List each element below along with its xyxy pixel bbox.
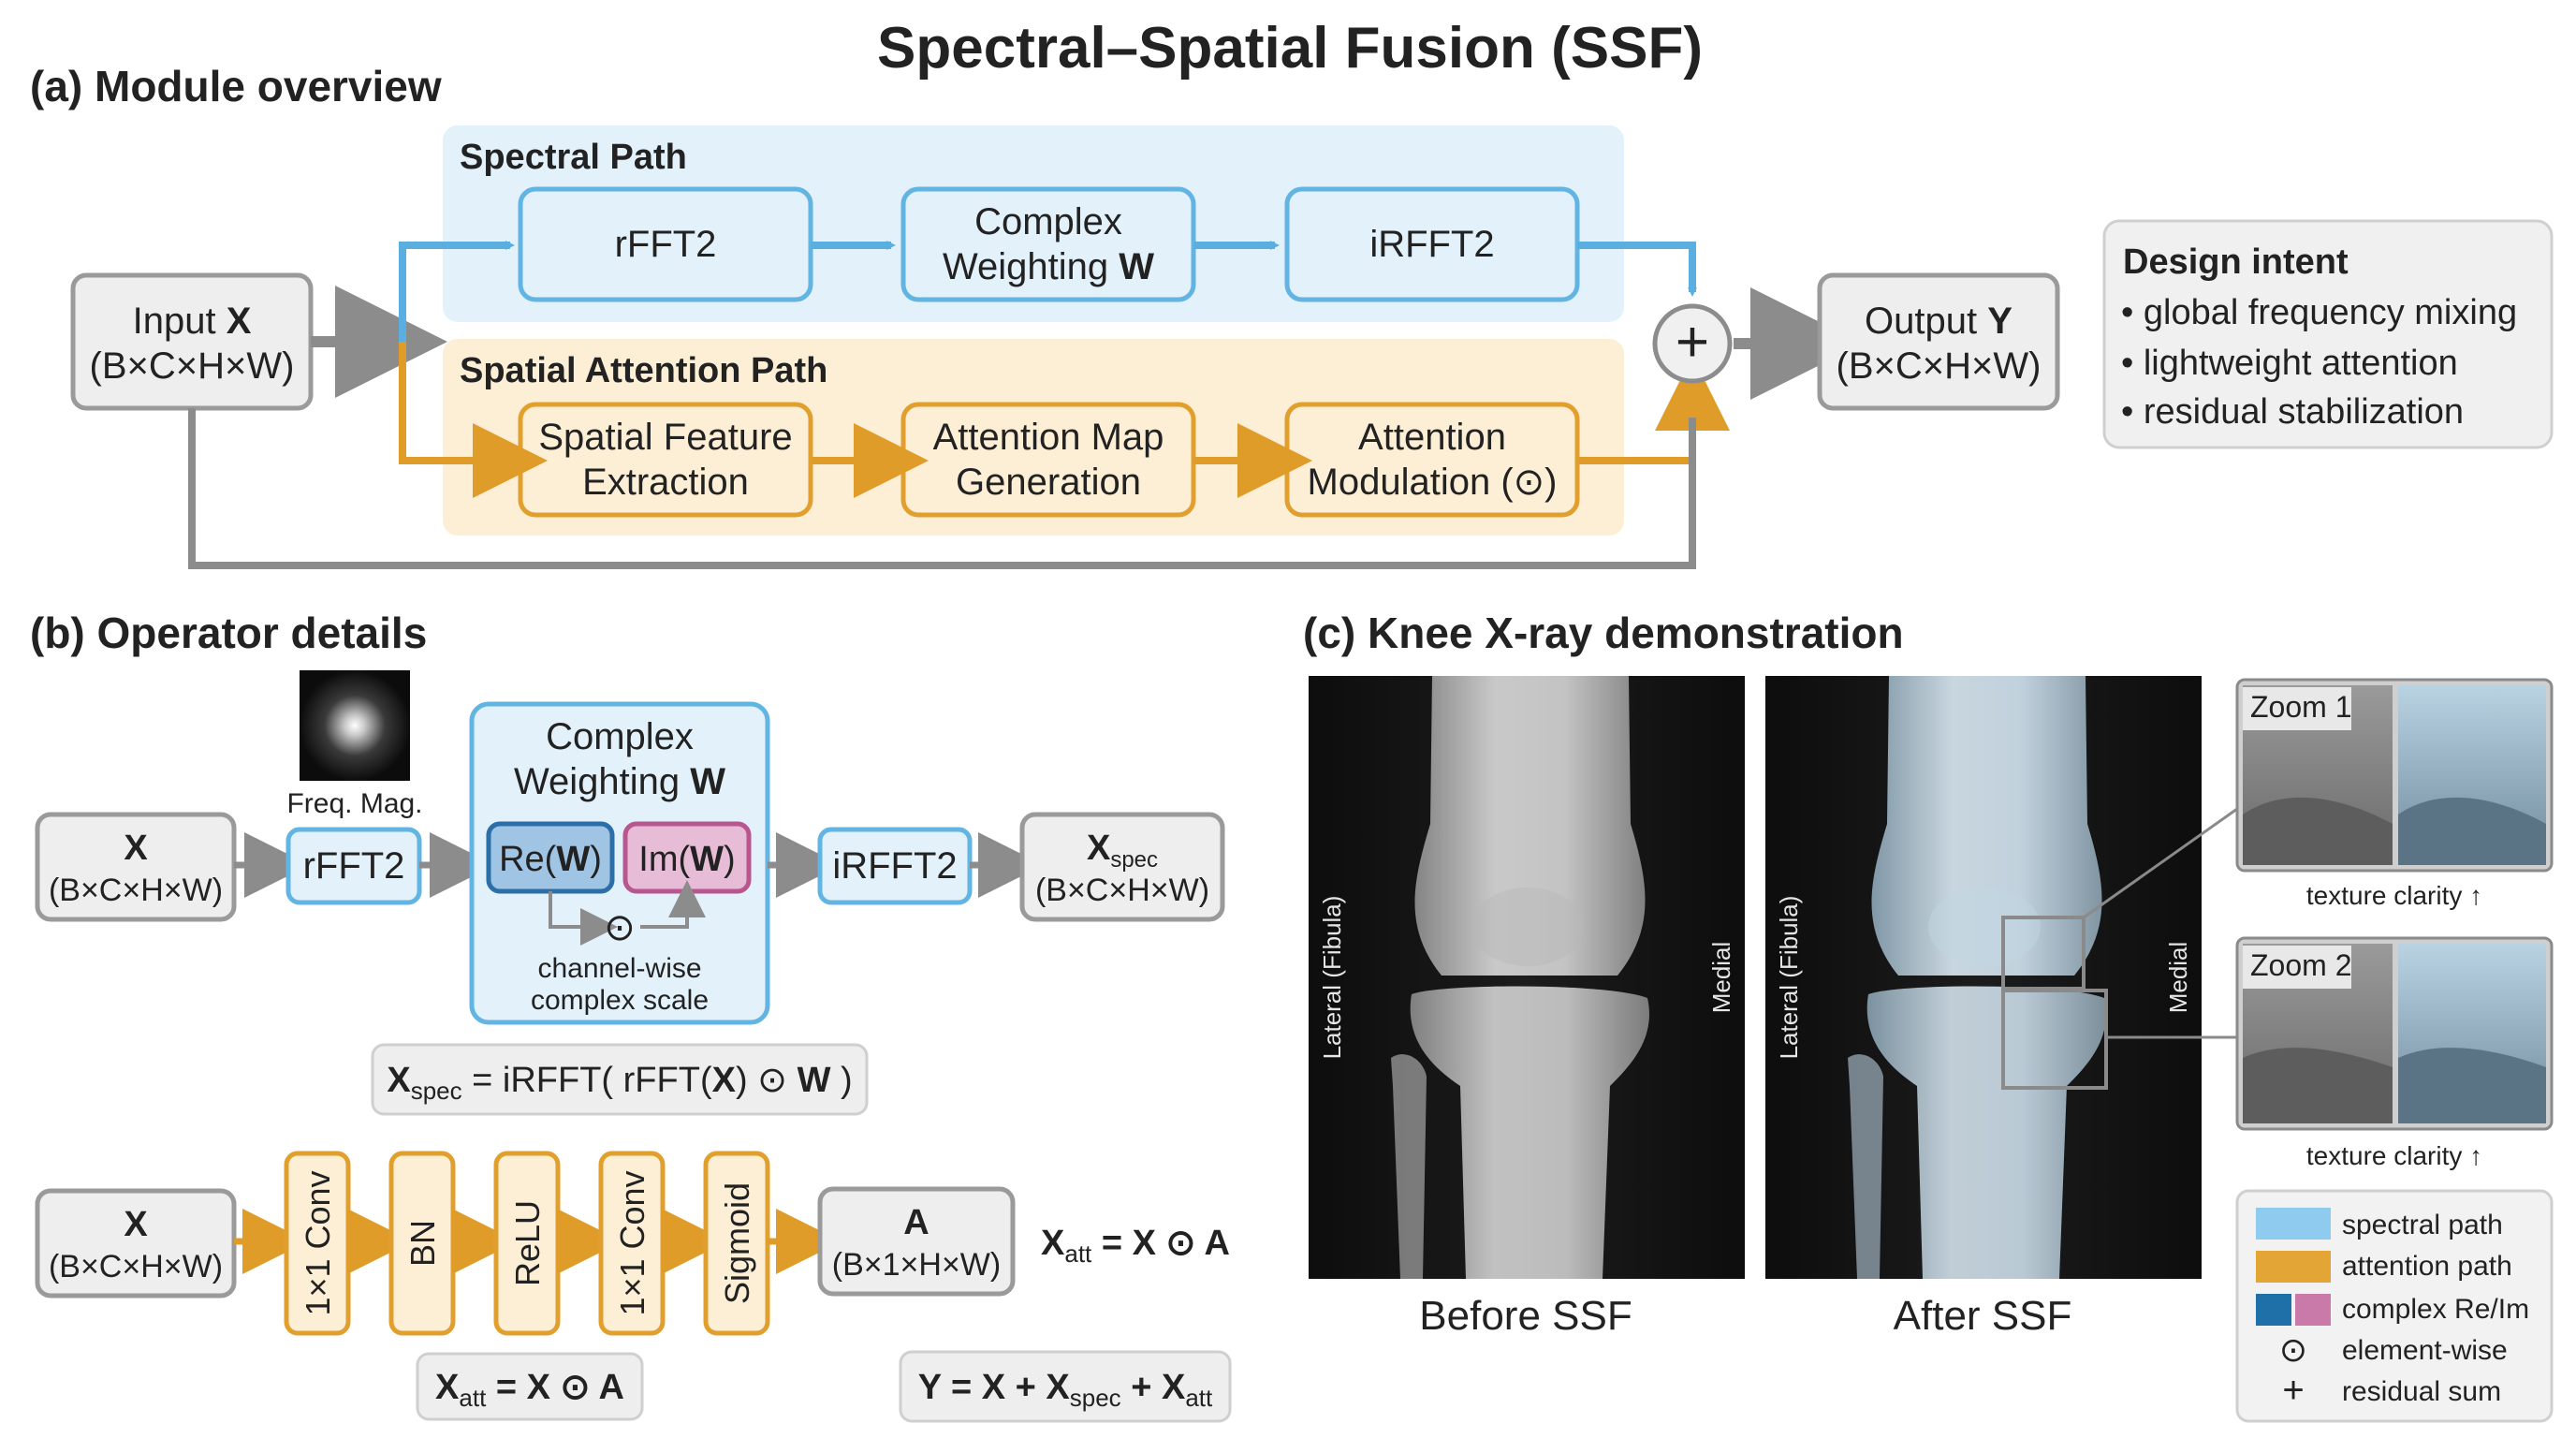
after-medial-label: Medial [2164,942,2192,1014]
design-intent-item: • residual stabilization [2121,392,2464,432]
legend-re-swatch [2256,1294,2291,1326]
design-intent-box [2102,219,2554,449]
att-equation-inline: Xatt = X ⊙ A [1041,1224,1230,1268]
sum-symbol: + [1676,310,1709,374]
output-box [1817,272,2060,411]
b-a-symbol: A [903,1203,929,1242]
complex-weighting-line1: Complex [974,201,1122,242]
attention-modulation-line2: Modulation (⊙) [1308,462,1558,503]
split-to-spatial-arrow [399,342,548,498]
channel-wise-note-line2: complex scale [531,985,709,1016]
legend-complex-label: complex Re/Im [2342,1294,2529,1325]
design-intent-title: Design intent [2123,242,2349,282]
residual-sum-node [1652,303,1733,384]
before-xray-image [1309,676,1745,1279]
design-intent-item: • lightweight attention [2121,344,2458,383]
op-sigmoid-label: Sigmoid [718,1182,756,1304]
zoom1-connector [2083,807,2238,919]
freq-mag-label: Freq. Mag. [286,788,422,819]
final-equation: Y = X + Xspec + Xatt [918,1368,1213,1412]
zoom2-panel [2235,936,2554,1131]
b-irfft2-label: iRFFT2 [832,845,957,887]
op-conv1-label: 1×1 Conv [299,1170,337,1315]
b-x-dims: (B×C×H×W) [49,873,223,908]
panel-c-heading: (c) Knee X-ray demonstration [1303,609,1904,657]
after-ssf-label: After SSF [1894,1293,2072,1339]
im-w-label: Im(W) [638,840,735,879]
b-rfft2-label: rFFT2 [303,845,405,887]
attention-map-line1: Attention Map [933,417,1164,458]
residual-arrow [188,408,1696,569]
b-x-symbol: X [124,829,148,868]
legend-attention-label: attention path [2342,1251,2512,1282]
before-ssf-label: Before SSF [1419,1293,1632,1339]
zoom1-label: Zoom 1 [2250,690,2351,724]
final-equation-box [899,1350,1232,1423]
after-lateral-label: Lateral (Fibula) [1775,896,1803,1060]
input-box [70,272,314,411]
b-weight-line2: Weighting W [514,761,725,802]
legend-elementwise-label: element-wise [2342,1335,2508,1366]
op-conv2-label: 1×1 Conv [613,1170,651,1315]
legend-attention-swatch [2256,1251,2331,1283]
spatial-path-label: Spatial Attention Path [460,351,827,390]
figure-title: Spectral–Spatial Fusion (SSF) [877,16,1703,81]
panel-b-heading: (b) Operator details [30,609,427,657]
b-a-dims: (B×1×H×W) [832,1247,1001,1283]
rfft2-label: rFFT2 [615,224,717,265]
b-xspec-box [1019,812,1225,922]
channel-wise-note-line1: channel-wise [537,953,701,984]
zoom2-label: Zoom 2 [2250,948,2351,982]
op-bn-label: BN [403,1220,442,1267]
before-medial-label: Medial [1707,942,1735,1014]
legend-residual-label: residual sum [2342,1376,2501,1407]
zoom1-panel [2235,678,2554,873]
b-att-x-symbol: X [124,1205,148,1244]
b-xspec-symbol: Xspec [1087,829,1158,873]
panel-a-heading: (a) Module overview [30,62,442,110]
spatial-feature-line1: Spatial Feature [538,417,792,458]
spatial-feature-line2: Extraction [582,462,749,503]
split-to-spectral-arrow [399,241,515,342]
spec-equation-box [371,1043,869,1116]
input-label: Input X [133,301,252,342]
b-odot-symbol: ⊙ [604,907,636,948]
before-lateral-label: Lateral (Fibula) [1318,896,1346,1060]
legend-im-swatch [2295,1294,2331,1326]
irfft2-label: iRFFT2 [1369,224,1494,265]
output-label: Output Y [1865,301,2012,342]
panel-a-arrows [188,241,1863,569]
legend-spectral-swatch [2256,1208,2331,1240]
legend-box [2235,1189,2554,1423]
attention-modulation-line1: Attention [1358,417,1506,458]
after-xray-image [1765,676,2202,1279]
legend-odot-symbol: ⊙ [2279,1330,2307,1369]
irfft2-to-sum-arrow [1577,242,1697,297]
output-dims: (B×C×H×W) [1837,345,2042,387]
legend-plus-symbol: + [2282,1370,2304,1411]
att-equation-box [416,1352,644,1421]
re-w-label: Re(W) [499,840,602,879]
odot-to-im-arrow [640,880,706,929]
design-intent-item: • global frequency mixing [2121,293,2517,332]
complex-weighting-line2: Weighting W [943,246,1154,287]
attention-map-line2: Generation [956,462,1141,503]
texture-clarity-label-1: texture clarity ↑ [2306,881,2482,910]
zoom2-region [2001,989,2108,1090]
att-equation: Xatt = X ⊙ A [435,1368,624,1412]
re-to-odot-arrow [549,891,618,946]
b-att-x-dims: (B×C×H×W) [49,1249,223,1284]
legend-spectral-label: spectral path [2342,1210,2503,1240]
spectral-path-label: Spectral Path [460,138,687,177]
spec-equation: Xspec = iRFFT( rFFT(X) ⊙ W ) [387,1061,852,1105]
b-weight-line1: Complex [546,716,694,757]
input-dims: (B×C×H×W) [90,345,295,387]
texture-clarity-label-2: texture clarity ↑ [2306,1141,2482,1170]
b-a-box [817,1186,1016,1297]
b-xspec-dims: (B×C×H×W) [1035,873,1209,908]
op-relu-label: ReLU [508,1200,547,1286]
freq-magnitude-image [300,670,410,781]
